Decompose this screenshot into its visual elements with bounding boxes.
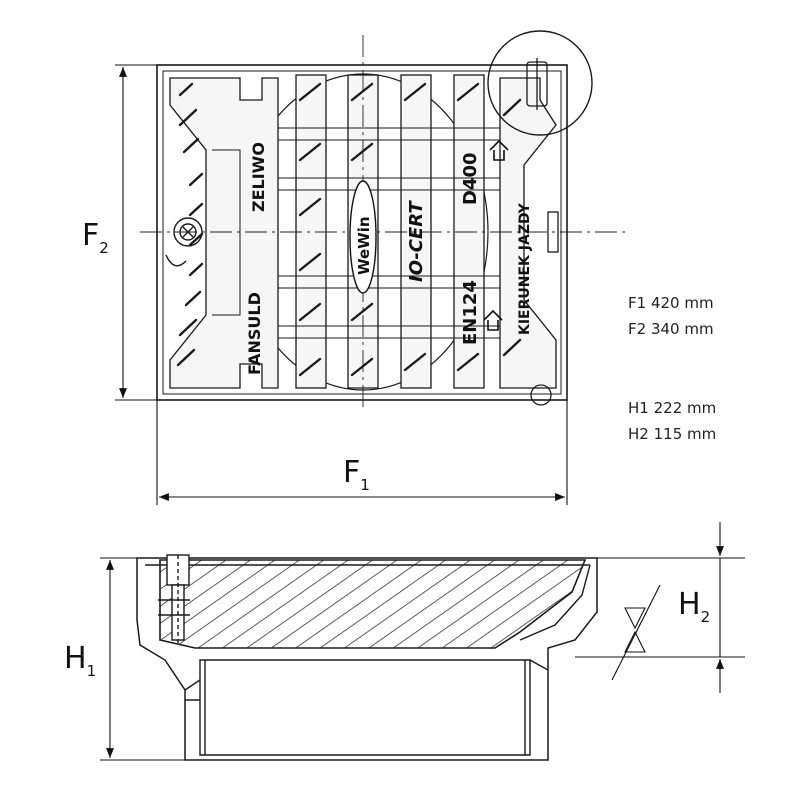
outer-frame (156, 64, 568, 401)
direction-marking: KIERUNEK JAZDY (517, 202, 533, 335)
arrow-icon (483, 139, 509, 331)
hinge-detail (487, 30, 593, 406)
h1-label: H1 (64, 641, 96, 680)
frame-profile (136, 557, 598, 761)
f2-label: F2 (82, 218, 109, 257)
cover-section (159, 559, 587, 649)
brand-marking: FANSULD (245, 292, 264, 375)
f1-label: F1 (343, 455, 370, 494)
tread-lugs (176, 82, 522, 377)
spec-list-f: F1 420 mm F2 340 mm (628, 290, 714, 342)
dimension-f2 (115, 64, 157, 401)
cross-bars (278, 127, 500, 339)
logo-marking: WeWin (355, 216, 373, 275)
dimension-h2 (575, 522, 745, 693)
top-view (140, 30, 625, 412)
cert-marking: IO-CERT (406, 200, 427, 282)
material-marking: ZELIWO (249, 142, 268, 212)
side-section-view (136, 554, 598, 761)
spec-f1: F1 420 mm (628, 294, 714, 312)
h2-label: H2 (678, 587, 710, 626)
lock-bolt (165, 217, 203, 267)
grid-bars (295, 74, 485, 389)
body-section (199, 659, 531, 756)
spec-h1: H1 222 mm (628, 399, 717, 417)
dimension-h1 (100, 557, 185, 761)
dimension-f1 (156, 400, 568, 505)
load-class-marking: D400 (460, 152, 481, 205)
section-bolt (158, 554, 190, 645)
spec-list-h: H1 222 mm H2 115 mm (628, 395, 716, 447)
spec-h2: H2 115 mm (628, 425, 717, 443)
cover-markings: FANSULD ZELIWO WeWin IO-CERT EN124 D400 … (245, 139, 533, 375)
logo-oval: WeWin (349, 180, 377, 294)
water-level-icon (624, 607, 646, 653)
right-panel (499, 77, 557, 389)
spec-f2: F2 340 mm (628, 320, 714, 338)
standard-marking: EN124 (460, 280, 481, 345)
inner-frame (162, 70, 562, 395)
left-panel (169, 77, 279, 389)
